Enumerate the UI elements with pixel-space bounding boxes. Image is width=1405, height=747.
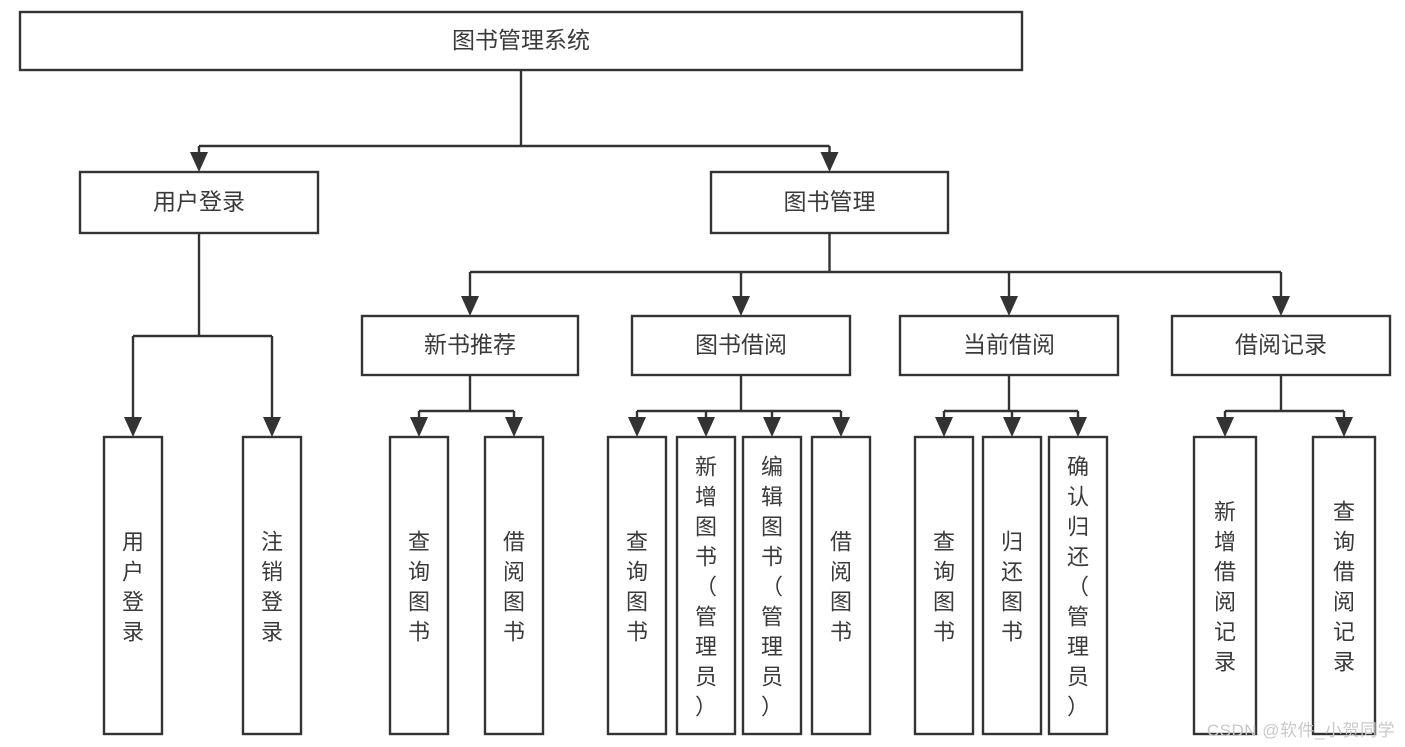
root-box[interactable]: [18, 10, 1024, 72]
leaf-box[interactable]: [606, 435, 668, 736]
leaf-node[interactable]: 用户登录: [102, 435, 164, 736]
level2-box[interactable]: [1170, 314, 1392, 377]
arrow-head-icon: [461, 296, 479, 316]
level1-box[interactable]: [709, 170, 950, 235]
node-label: 借阅记录: [1235, 332, 1327, 358]
leaf-box[interactable]: [741, 435, 803, 736]
node-label: 图书管理: [784, 189, 876, 215]
leaf-box[interactable]: [1047, 435, 1109, 736]
level2-node[interactable]: 图书借阅: [630, 314, 852, 377]
node-label: 用户登录: [122, 530, 144, 645]
leaf-node[interactable]: 查询借阅记录: [1311, 435, 1377, 736]
leaf-box[interactable]: [102, 435, 164, 736]
leaf-node[interactable]: 查询图书: [606, 435, 668, 736]
arrow-head-icon: [935, 417, 953, 437]
node-label: 当前借阅: [963, 332, 1055, 358]
arrow-head-icon: [763, 417, 781, 437]
leaf-node[interactable]: 借阅图书: [483, 435, 545, 736]
arrow-head-icon: [505, 417, 523, 437]
arrow-head-icon: [697, 417, 715, 437]
level1-box[interactable]: [78, 170, 320, 235]
arrow-head-icon: [628, 417, 646, 437]
arrow-head-icon: [820, 152, 839, 172]
leaf-node[interactable]: 编辑图书（管理员）: [741, 435, 803, 736]
level2-box[interactable]: [630, 314, 852, 377]
level2-node[interactable]: 新书推荐: [360, 314, 580, 377]
arrow-head-icon: [1003, 417, 1021, 437]
node-layer: 图书管理系统用户登录图书管理新书推荐图书借阅当前借阅借阅记录用户登录注销登录查询…: [18, 10, 1392, 736]
leaf-box[interactable]: [1192, 435, 1258, 736]
leaf-node[interactable]: 确认归还（管理员）: [1047, 435, 1109, 736]
leaf-node[interactable]: 新增图书（管理员）: [675, 435, 737, 736]
node-label: 新增借阅记录: [1214, 500, 1236, 675]
node-label: 归还图书: [1001, 530, 1023, 645]
root-node[interactable]: 图书管理系统: [18, 10, 1024, 72]
arrow-head-icon: [732, 296, 750, 316]
leaf-node[interactable]: 注销登录: [241, 435, 303, 736]
arrow-head-icon: [1216, 417, 1234, 437]
level2-box[interactable]: [898, 314, 1120, 377]
leaf-node[interactable]: 借阅图书: [810, 435, 872, 736]
leaf-box[interactable]: [388, 435, 450, 736]
node-label: 查询图书: [408, 530, 430, 645]
node-label: 新书推荐: [424, 332, 516, 358]
leaf-box[interactable]: [981, 435, 1043, 736]
leaf-box[interactable]: [810, 435, 872, 736]
level2-box[interactable]: [360, 314, 580, 377]
leaf-box[interactable]: [913, 435, 975, 736]
level2-node[interactable]: 借阅记录: [1170, 314, 1392, 377]
arrow-head-icon: [1272, 296, 1290, 316]
leaf-box[interactable]: [675, 435, 737, 736]
leaf-box[interactable]: [483, 435, 545, 736]
leaf-node[interactable]: 新增借阅记录: [1192, 435, 1258, 736]
arrow-head-icon: [190, 152, 208, 172]
node-label: 借阅图书: [830, 530, 852, 645]
leaf-node[interactable]: 归还图书: [981, 435, 1043, 736]
arrow-head-icon: [124, 417, 142, 437]
level1-node[interactable]: 用户登录: [78, 170, 320, 235]
node-label: 查询图书: [626, 530, 648, 645]
leaf-box[interactable]: [241, 435, 303, 736]
node-label: 查询借阅记录: [1333, 500, 1355, 675]
arrow-head-icon: [410, 417, 428, 437]
level1-node[interactable]: 图书管理: [709, 170, 950, 235]
node-label: 图书借阅: [695, 332, 787, 358]
node-label: 确认归还（管理员）: [1067, 455, 1089, 720]
node-label: 注销登录: [261, 530, 283, 645]
node-label: 新增图书（管理员）: [695, 455, 717, 720]
node-label: 用户登录: [153, 189, 245, 215]
arrow-head-icon: [263, 417, 281, 437]
node-label: 借阅图书: [503, 530, 525, 645]
node-label: 编辑图书（管理员）: [761, 455, 783, 720]
arrow-head-icon: [1000, 296, 1018, 316]
arrow-head-icon: [1069, 417, 1087, 437]
arrow-head-icon: [832, 417, 850, 437]
node-label: 查询图书: [933, 530, 955, 645]
node-label: 图书管理系统: [452, 27, 590, 53]
level2-node[interactable]: 当前借阅: [898, 314, 1120, 377]
leaf-node[interactable]: 查询图书: [388, 435, 450, 736]
arrow-head-icon: [1335, 417, 1353, 437]
connector-layer: [124, 70, 1353, 437]
leaf-node[interactable]: 查询图书: [913, 435, 975, 736]
leaf-box[interactable]: [1311, 435, 1377, 736]
